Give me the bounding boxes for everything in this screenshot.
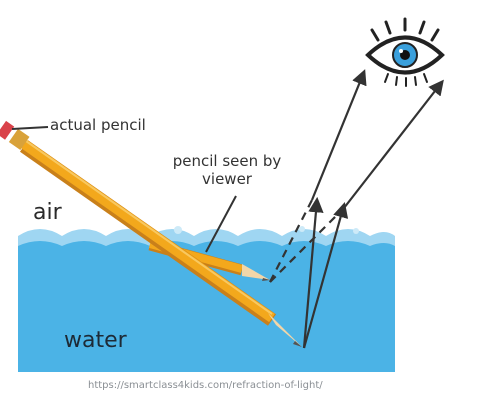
air-label: air [33, 200, 62, 225]
seen-pencil-label: pencil seen by viewer [152, 152, 302, 188]
ray-dashed-virtual [269, 199, 313, 283]
pencil-tip [268, 313, 302, 347]
pencil-icon [0, 120, 302, 347]
pencil-eraser [0, 120, 15, 140]
seen-pencil-label-line1: pencil seen by [172, 152, 282, 170]
light-rays [269, 69, 444, 349]
pointer-seen-pencil [205, 195, 237, 253]
water-body [18, 241, 395, 372]
bubble [353, 228, 359, 234]
pointer-actual-pencil [11, 126, 49, 130]
eye-icon [365, 17, 445, 87]
ray-to-eye [343, 79, 444, 209]
ray-dashed-virtual [269, 207, 345, 283]
pencil-ferrule [8, 128, 30, 150]
seen-pencil-label-line2: viewer [202, 170, 252, 188]
bubble [174, 226, 182, 234]
water-label: water [64, 328, 127, 353]
water-region [18, 226, 395, 372]
source-url: https://smartclass4kids.com/refraction-o… [88, 380, 323, 391]
ray-to-eye [310, 69, 367, 201]
apparent-pencil-tip [242, 264, 270, 280]
bubble [299, 226, 305, 232]
ray-underwater [302, 202, 349, 349]
actual-pencil-label: actual pencil [50, 116, 146, 134]
ray-underwater [302, 196, 324, 349]
